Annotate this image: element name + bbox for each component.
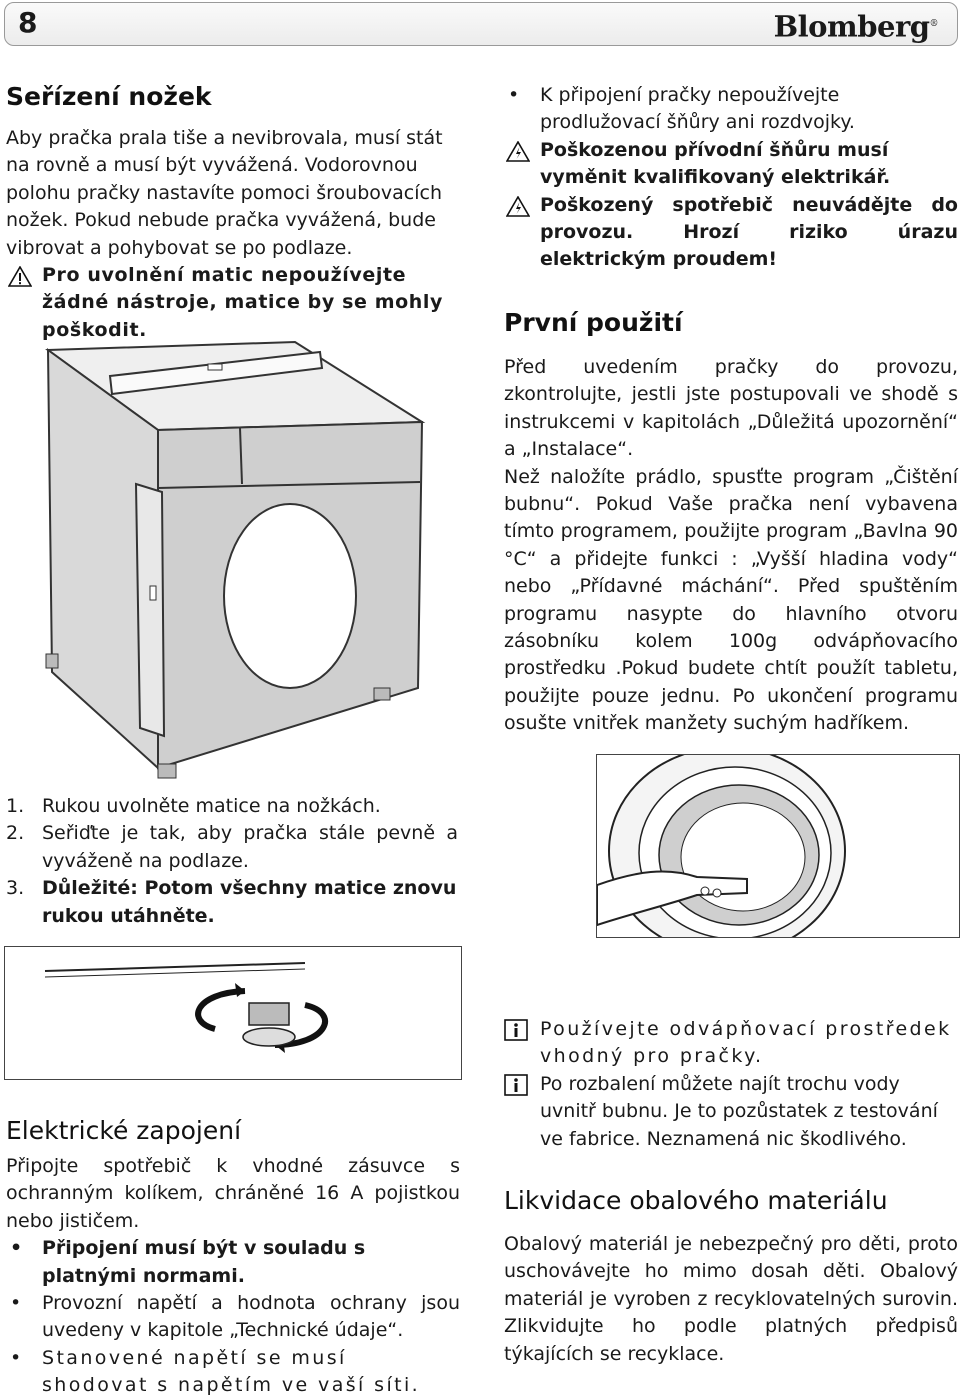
- electrical-bullet: Provozní napětí a hodnota ochrany jsou u…: [6, 1290, 460, 1345]
- electrical-continued: K připojení pračky nepoužívejte prodlužo…: [504, 82, 958, 274]
- disposal-text: Obalový materiál je nebezpečný pro děti,…: [504, 1233, 958, 1365]
- right-warning: Poškozenou přívodní šňůru musí vyměnit k…: [504, 137, 958, 192]
- first-use-section: První použití Před uvedením pračky do pr…: [504, 308, 958, 738]
- electrical-bullet: Stanovené napětí se musí shodovat s napě…: [6, 1345, 460, 1400]
- right-warning-text: Poškozenou přívodní šňůru musí vyměnit k…: [540, 138, 891, 189]
- leveling-title: Seřízení nožek: [6, 82, 212, 111]
- brand-name: Blomberg: [773, 9, 930, 44]
- info-icon: [504, 1074, 528, 1096]
- info-note-text: Používejte odvápňovací prostředek vhodný…: [540, 1018, 952, 1068]
- electrical-title: Elektrické zapojení: [6, 1116, 242, 1145]
- warning-icon: [506, 140, 530, 162]
- foot-adjust-illustration: [4, 946, 462, 1080]
- page-number: 8: [18, 6, 38, 39]
- electrical-bullet: Připojení musí být v souladu s platnými …: [6, 1235, 460, 1290]
- washing-machine-illustration: [45, 340, 426, 779]
- foot-adjust-drawing: [44, 962, 328, 1053]
- step-item: 3.Důležité: Potom všechny matice znovu r…: [6, 877, 457, 927]
- warning-icon: [506, 195, 530, 217]
- first-use-text-2: Než naložíte prádlo, spusťte program „Či…: [504, 465, 958, 735]
- right-warning: Poškozený spotřebič neuvádějte do provoz…: [504, 192, 958, 274]
- info-notes: Používejte odvápňovací prostředek vhodný…: [504, 1016, 960, 1153]
- leveling-warning: Pro uvolnění matic nepoužívejte žádné ná…: [6, 262, 458, 344]
- step-item: 2.Seřiďte je tak, aby pračka stále pevně…: [6, 822, 458, 872]
- electrical-intro: Připojte spotřebič k vhodné zásuvce s oc…: [6, 1155, 460, 1232]
- leveling-intro: Aby pračka prala tiše a nevibrovala, mus…: [6, 127, 443, 259]
- info-note-text: Po rozbalení můžete najít trochu vody uv…: [540, 1072, 938, 1150]
- right-bullet: K připojení pračky nepoužívejte prodlužo…: [504, 82, 958, 137]
- disposal-title: Likvidace obalového materiálu: [504, 1186, 888, 1215]
- door-cleaning-illustration: [596, 746, 960, 956]
- warning-icon: [8, 266, 32, 287]
- first-use-title: První použití: [504, 308, 683, 337]
- leveling-steps: 1.Rukou uvolněte matice na nožkách. 2.Se…: [6, 793, 458, 930]
- brand-logo: Blomberg®: [773, 6, 939, 45]
- leveling-section: Seřízení nožek Aby pračka prala tiše a n…: [6, 82, 458, 344]
- brand-registered-mark: ®: [929, 19, 939, 29]
- info-icon: [504, 1019, 528, 1041]
- right-warning-text: Poškozený spotřebič neuvádějte do provoz…: [540, 193, 958, 271]
- leveling-warning-text: Pro uvolnění matic nepoužívejte žádné ná…: [42, 264, 443, 341]
- door-cleaning-drawing: [596, 746, 846, 956]
- electrical-section: Elektrické zapojení Připojte spotřebič k…: [6, 1116, 460, 1400]
- first-use-text: Před uvedením pračky do provozu, zkontro…: [504, 356, 958, 461]
- page-header: [4, 2, 958, 46]
- step-item: 1.Rukou uvolněte matice na nožkách.: [6, 795, 381, 817]
- info-note: Po rozbalení můžete najít trochu vody uv…: [504, 1071, 960, 1153]
- disposal-section: Likvidace obalového materiálu Obalový ma…: [504, 1186, 958, 1368]
- info-note: Používejte odvápňovací prostředek vhodný…: [504, 1016, 960, 1071]
